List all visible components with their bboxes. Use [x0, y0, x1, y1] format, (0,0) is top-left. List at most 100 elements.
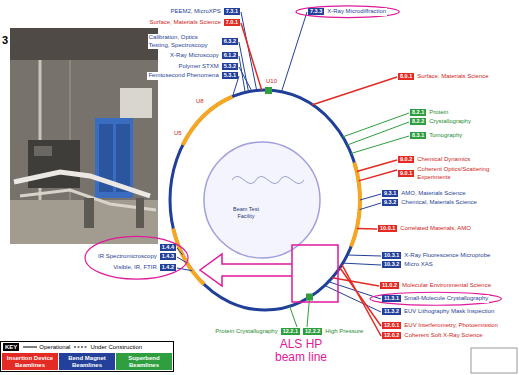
- booster-ring: [204, 142, 320, 258]
- beamline-label: 8.0.1Surface, Materials Science: [398, 73, 490, 81]
- beamline: [177, 257, 187, 263]
- note-label: ALS HP beam line: [270, 338, 332, 364]
- beamline-label: IR Spectromicroscopy1.4.3: [97, 253, 176, 261]
- beamline-name: AMO, Materials Science: [400, 190, 466, 198]
- beamline-name: Femtosecond Phenomena: [147, 72, 219, 80]
- beamline-name: X-Ray Microscopy: [169, 52, 220, 60]
- ring-arc: [183, 97, 233, 145]
- beamline-number: 7.0.1: [224, 19, 240, 26]
- beamline: [359, 170, 397, 181]
- beamline-number: 11.3.1: [382, 295, 401, 302]
- beamline-name: Small-Molecule Crystallography: [403, 295, 489, 303]
- beamline-label: 10.0.1Correlated Materials, AMO: [378, 225, 472, 233]
- beamline-number: 6.3.2: [222, 38, 238, 45]
- beamline-number: 1.4.2: [160, 264, 176, 271]
- beamline-number: 12.0.2: [382, 332, 401, 339]
- straight-section-label: U5: [174, 130, 182, 137]
- legend-text: Operational: [39, 344, 70, 350]
- beamline-number: 1.4.3: [160, 253, 176, 260]
- beamline-label: 9.3.1AMO, Materials Science: [382, 190, 467, 198]
- straight-section-label: U8: [196, 98, 204, 105]
- beamline-name: Coherent Soft X-Ray Science: [403, 332, 483, 340]
- highlight-ellipse: [296, 6, 399, 18]
- beamline-name: Chemical, Materials Science: [400, 199, 478, 207]
- beamline-number: 1.4.4: [160, 244, 176, 251]
- beamline-number: 8.3.1: [410, 132, 426, 139]
- legend-line: [23, 347, 37, 348]
- beamline-label: PEEM2, MicroXPS7.3.1: [169, 8, 240, 16]
- beamline-label: Polymer STXM5.3.2: [177, 63, 238, 71]
- beamline-label: 11.3.1Small-Molecule Crystallography: [382, 295, 489, 303]
- beamline-number: 9.3.2: [382, 199, 398, 206]
- beamline-number: 10.3.2: [382, 261, 401, 268]
- photo-ceiling: [10, 28, 158, 60]
- straight-section-label: U10: [266, 78, 277, 85]
- storage-ring: [170, 90, 360, 310]
- legend-item: Under Construction: [74, 344, 142, 350]
- booster-path: [232, 177, 304, 184]
- callout-number: 3: [2, 34, 8, 47]
- beamline-name: Molecular Environmental Science: [401, 282, 492, 290]
- beamline-label: 12.2.2High Pressure: [303, 328, 364, 336]
- photo-pipe: [14, 172, 150, 196]
- beamline-number: 5.3.1: [222, 72, 238, 79]
- beamline-label: 7.3.3X-Ray Microdiffraction: [308, 8, 387, 16]
- beamline-label: 1.4.4: [160, 244, 176, 251]
- beamline: [343, 113, 409, 137]
- beamline: [357, 160, 397, 172]
- beamline-number: 9.0.2: [398, 156, 414, 163]
- superbend-marker: [265, 87, 272, 94]
- beamline-number: 12.0.1: [382, 322, 401, 329]
- highlight-arrow: [200, 254, 292, 286]
- beamline-label: Calibration, Optics Testing, Spectroscop…: [148, 34, 238, 49]
- beamline-name: Calibration, Optics Testing, Spectroscop…: [148, 34, 220, 49]
- legend-text: Under Construction: [90, 344, 142, 350]
- beamline-number: 12.2.1: [281, 328, 300, 335]
- beamline-label: 9.3.2Chemical, Materials Science: [382, 199, 478, 207]
- beamline-number: 8.2.1: [410, 109, 426, 116]
- beamline: [239, 56, 245, 92]
- beamline-number: 8.0.1: [398, 73, 414, 80]
- beamline-name: Visible, IR, FTIR: [112, 264, 158, 272]
- beamline: [360, 194, 381, 200]
- photo-rack-part: [34, 146, 52, 156]
- beamline-label: 8.2.2Crystallography: [410, 118, 472, 126]
- beamline-name: High Pressure: [324, 328, 364, 336]
- beamline-name: X-Ray Fluorescence Microprobe: [403, 252, 491, 260]
- beamline-label: Femtosecond Phenomena5.3.1: [147, 72, 238, 80]
- photo-ground: [10, 28, 158, 244]
- highlight-box: [292, 245, 338, 302]
- beamline: [347, 122, 409, 145]
- beamline-number: 10.0.1: [378, 225, 397, 232]
- beamline-number: 6.1.2: [222, 52, 238, 59]
- legend-swatch: Superbend Beamlines: [116, 353, 172, 370]
- beamline: [360, 203, 381, 210]
- beamline-name: EUV Interferometry, Photoemission: [403, 322, 499, 330]
- beamline-label: 11.0.2Molecular Environmental Science: [380, 282, 492, 290]
- photo-stand: [136, 198, 144, 228]
- beamline: [282, 12, 308, 92]
- frame-box: [471, 348, 517, 373]
- highlight-ellipse: [85, 236, 188, 279]
- beamline-label: 10.3.1X-Ray Fluorescence Microprobe: [382, 252, 491, 260]
- beamline: [239, 67, 252, 91]
- photo-rack: [28, 140, 80, 188]
- key-row: Insertion Device BeamlinesBend Magnet Be…: [1, 352, 173, 371]
- key-heading: KEY: [3, 343, 19, 351]
- beamline-label: 9.0.2Chemical Dynamics: [398, 156, 471, 164]
- beamline-name: Crystallography: [428, 118, 472, 126]
- beamline-name: X-Ray Microdiffraction: [326, 8, 387, 16]
- beamline-name: Protein Crystallography: [214, 328, 278, 336]
- beamline-name: Surface, Materials Science: [148, 19, 221, 27]
- highlight-ellipse: [370, 292, 501, 305]
- photo: [10, 28, 158, 244]
- beamline-label: Protein Crystallography12.2.1: [214, 328, 300, 336]
- beamline: [239, 42, 249, 92]
- beamline: [313, 77, 398, 105]
- legend-swatch: Insertion Device Beamlines: [2, 353, 58, 370]
- beamline: [357, 228, 377, 230]
- beamline-name: Correlated Materials, AMO: [399, 225, 472, 233]
- beamline-name: PEEM2, MicroXPS: [169, 8, 221, 16]
- superbend-marker: [306, 294, 313, 301]
